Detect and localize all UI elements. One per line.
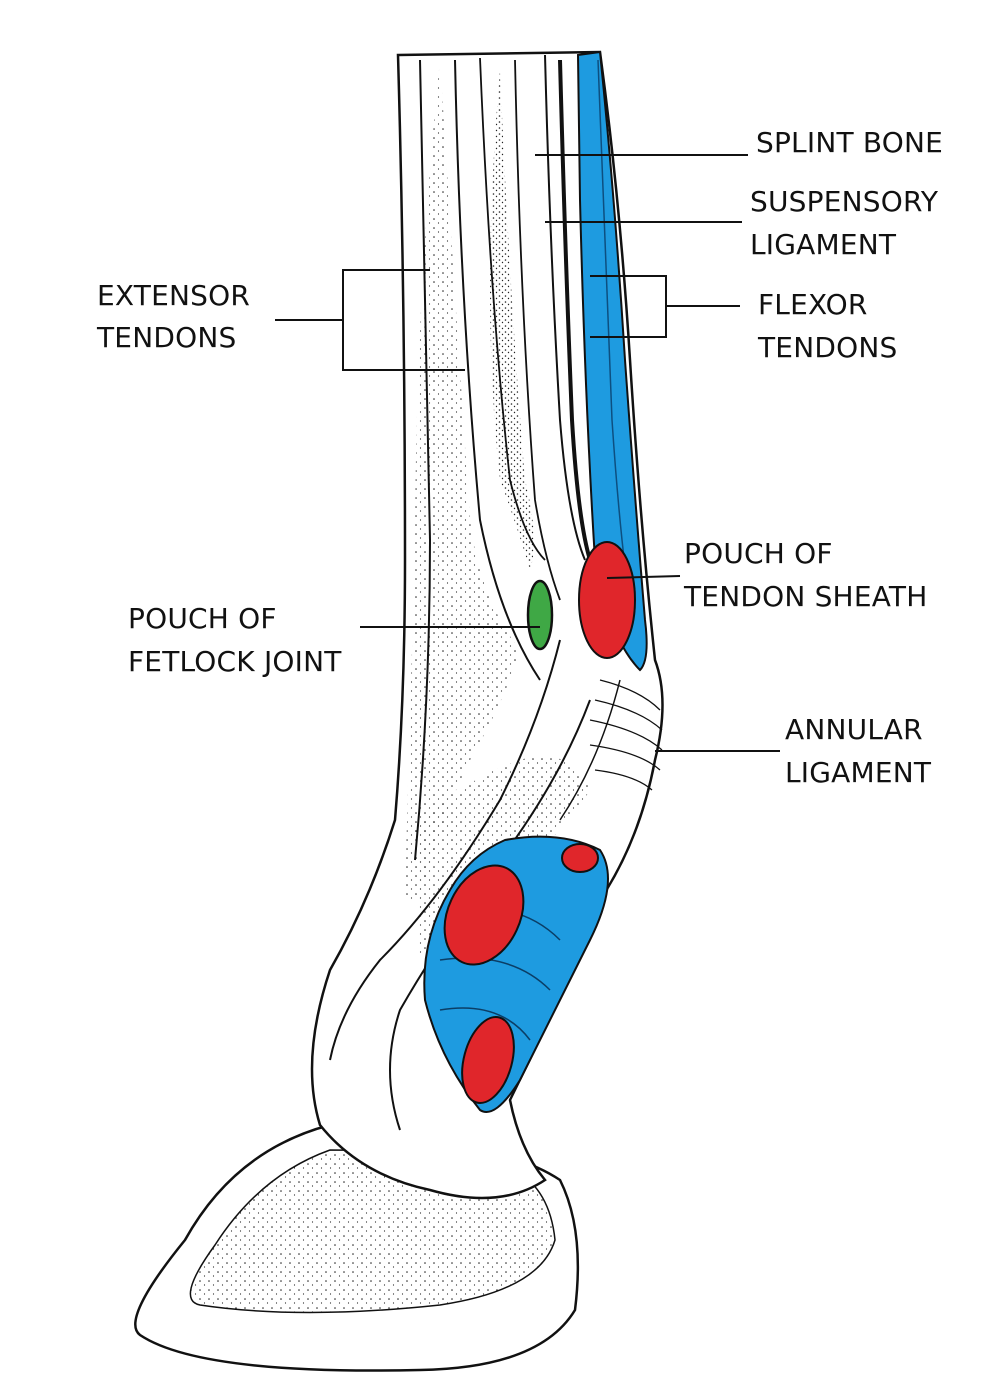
pastern-pouch-lower [461,1016,515,1104]
label-pouch-tendon-sheath-line1: POUCH OF [684,537,833,570]
label-pouch-fetlock-joint-line1: POUCH OF [128,602,277,635]
fetlock-joint-pouch [526,579,554,651]
tendon-sheath-pouch [578,541,636,659]
label-extensor-tendons-line2: TENDONS [97,321,237,354]
label-annular-ligament-line2: LIGAMENT [785,756,932,789]
label-splint-bone: SPLINT BONE [756,126,944,159]
label-suspensory-ligament-line2: LIGAMENT [750,228,897,261]
label-flexor-tendons-line2: TENDONS [758,331,898,364]
label-suspensory-ligament-line1: SUSPENSORY [750,185,939,218]
label-extensor-tendons-line1: EXTENSOR [97,279,250,312]
label-flexor-tendons-line1: FLEXOR [758,288,868,321]
label-pouch-fetlock-joint-line2: FETLOCK JOINT [128,645,342,678]
synovial-pouches [443,541,636,1104]
label-pouch-tendon-sheath-line2: TENDON SHEATH [684,580,928,613]
pastern-pouch-small [561,843,599,873]
label-annular-ligament-line1: ANNULAR [785,713,923,746]
leader-tendon-sheath [606,575,681,579]
leader-lines [275,154,780,752]
pastern-pouch-upper [443,864,525,966]
